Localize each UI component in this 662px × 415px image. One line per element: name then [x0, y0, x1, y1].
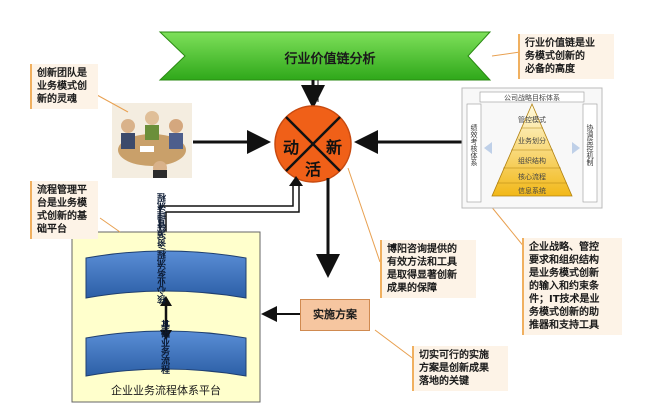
callout-line-chain	[491, 51, 521, 57]
upper-band-label: 核心业务流程/资源管理流程	[158, 192, 168, 304]
motion-innovation-circle	[274, 105, 352, 183]
note-process-platform: 流程管理平 台是业务模 式创新的基 础平台	[30, 181, 98, 239]
pyramid-level-1: 管控模式	[518, 116, 546, 124]
note-implementation: 切实可行的实施 方案是创新成果 落地的关键	[412, 346, 508, 391]
callout-line-strategy	[489, 204, 526, 249]
pyramid-left-side: 绩效考核体系	[470, 124, 478, 166]
pyramid-level-3: 组织结构	[518, 157, 546, 165]
circle-char-bottom: 活	[305, 160, 322, 179]
platform-title: 企业业务流程体系平台	[111, 384, 221, 397]
callout-line-implementation	[374, 329, 416, 361]
strategy-pyramid	[461, 87, 603, 209]
callout-line-consulting	[347, 167, 381, 263]
callout-line-team	[96, 94, 129, 113]
note-strategy: 企业战略、管控 要求和组织结构 是业务模式创新 的输入和约束条 件；IT技术是业…	[522, 238, 622, 335]
callout-line-platform	[99, 217, 121, 233]
pyramid-level-5: 信息系统	[518, 187, 546, 195]
circle-char-left: 动	[283, 138, 300, 157]
note-industry-chain: 行业价值链是业 务模式创新的 必备的高度	[518, 34, 614, 79]
pyramid-header: 公司战略目标体系	[504, 94, 560, 102]
team-meeting-illustration	[112, 103, 192, 178]
lower-process-band	[85, 330, 247, 377]
note-innovation-team: 创新团队是 业务模式创 新的灵魂	[30, 64, 98, 109]
lower-band-label: 基础业务流程	[159, 320, 169, 374]
pyramid-level-2: 业务划分	[518, 137, 546, 145]
value-chain-banner	[158, 31, 492, 81]
link-platform-to-circle	[159, 184, 294, 240]
pyramid-level-4: 核心流程	[518, 173, 546, 181]
value-chain-banner-label: 行业价值链分析	[284, 52, 376, 67]
upper-process-band	[85, 250, 247, 299]
pyramid-right-side: 协调监控机制	[586, 124, 594, 166]
note-consulting: 博阳咨询提供的 有效方法和工具 是取得显著创新 成果的保障	[380, 240, 476, 298]
circle-char-right: 新	[326, 138, 343, 157]
implementation-box: 实施方案	[300, 299, 370, 331]
